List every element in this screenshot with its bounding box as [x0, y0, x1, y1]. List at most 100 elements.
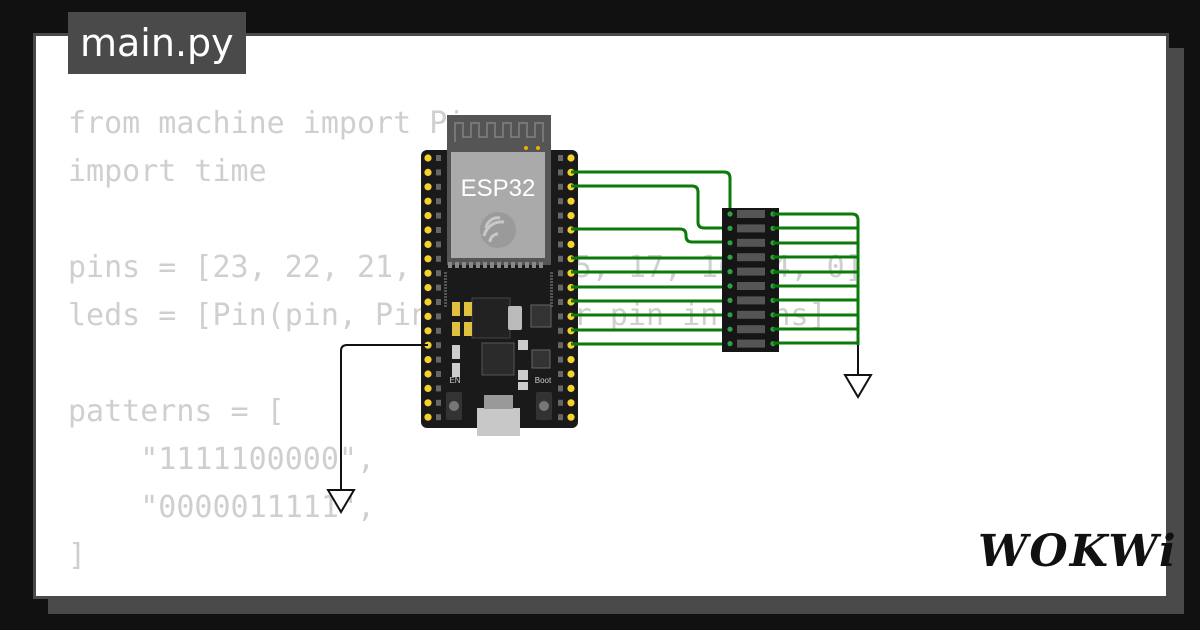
led-segment	[737, 238, 765, 247]
header-pin	[567, 240, 575, 248]
pin-label-mark	[558, 313, 563, 320]
pin-label-mark	[558, 169, 563, 176]
module-pads	[444, 262, 553, 307]
led-pin	[727, 312, 733, 318]
pin-label-mark	[558, 227, 563, 233]
module-pad	[532, 262, 536, 268]
pin-label-mark	[436, 313, 441, 320]
led-bar-graph[interactable]	[722, 208, 779, 352]
pin-label-mark	[558, 299, 563, 305]
pin-label-mark	[558, 356, 563, 363]
header-pin	[424, 370, 432, 378]
pin-label-mark	[436, 155, 441, 161]
led-segment	[737, 224, 765, 233]
led-pin	[727, 283, 733, 289]
header-pin	[567, 370, 575, 378]
pin-label-mark	[558, 414, 563, 421]
chip-small	[530, 304, 552, 328]
header-pin	[424, 312, 432, 320]
right-pin-header	[558, 154, 575, 421]
led-segment	[737, 310, 765, 319]
led-segment	[737, 339, 765, 348]
pin-label-mark	[558, 385, 563, 392]
module-pad	[497, 262, 501, 268]
pin-label-mark	[436, 299, 441, 305]
header-pin	[567, 384, 575, 392]
led-pin	[727, 225, 733, 231]
pin-label-mark	[558, 241, 563, 248]
pin-label-mark	[558, 183, 563, 190]
led-pin	[727, 240, 733, 246]
module-pad	[539, 262, 543, 268]
module-pad	[525, 262, 529, 268]
header-pin	[424, 255, 432, 263]
led-segment	[737, 296, 765, 305]
header-pin	[424, 212, 432, 220]
header-pin	[567, 154, 575, 162]
led-segment	[737, 253, 765, 262]
led-segment	[737, 267, 765, 276]
code-line: from machine import Pin	[68, 106, 484, 141]
left-pin-header	[424, 154, 441, 421]
led-segment	[737, 325, 765, 334]
pin-label-mark	[436, 356, 441, 363]
led-pin	[727, 211, 733, 217]
module-pad	[448, 262, 452, 268]
header-pin	[424, 183, 432, 191]
pin-label-mark	[558, 198, 563, 205]
signal-wires	[571, 170, 732, 346]
module-pad	[511, 262, 515, 268]
module-pad	[455, 262, 459, 268]
led-segment	[737, 282, 765, 290]
header-pin	[424, 197, 432, 205]
espressif-logo-icon	[480, 212, 516, 248]
ground-symbol-icon	[843, 345, 873, 399]
pin-label-mark	[558, 155, 563, 161]
module-pad	[518, 262, 522, 268]
code-line: import time	[68, 154, 267, 189]
header-pin	[567, 356, 575, 364]
usb-connector	[477, 408, 520, 436]
module-pad	[483, 262, 487, 268]
wokwi-logo: WOKWi	[978, 526, 1178, 577]
module-pad	[490, 262, 494, 268]
led-pin	[727, 297, 733, 303]
header-pin	[424, 240, 432, 248]
header-pin	[424, 399, 432, 407]
code-line: ]	[68, 538, 87, 573]
pin-label-mark	[436, 399, 441, 406]
pin-label-mark	[436, 227, 441, 233]
en-label: EN	[449, 376, 460, 385]
module-pad	[469, 262, 473, 268]
boot-label: Boot	[535, 376, 552, 385]
pin-label-mark	[436, 385, 441, 392]
header-pin	[567, 413, 575, 421]
board-label: ESP32	[461, 175, 536, 202]
pin-label-mark	[436, 169, 441, 176]
header-pin	[567, 212, 575, 220]
wifi-antenna-icon	[454, 122, 544, 142]
esp32-board[interactable]: ESP32 EN Boot	[421, 115, 578, 436]
pin-label-mark	[436, 414, 441, 421]
pin-label-mark	[558, 399, 563, 406]
header-pin	[424, 226, 432, 234]
pin-label-mark	[436, 270, 441, 277]
module-pad	[462, 262, 466, 268]
pin-label-mark	[558, 371, 563, 377]
pin-label-mark	[436, 342, 441, 349]
header-pin	[424, 298, 432, 306]
pin-label-mark	[436, 284, 441, 291]
header-pin	[424, 284, 432, 292]
regulator	[471, 297, 511, 339]
header-pin	[424, 269, 432, 277]
header-pin	[424, 384, 432, 392]
header-pin	[424, 168, 432, 176]
usb-uart-chip	[481, 342, 515, 376]
module-pad	[504, 262, 508, 268]
chip-small	[531, 349, 551, 369]
pin-label-mark	[436, 371, 441, 377]
header-pin	[567, 399, 575, 407]
file-tab[interactable]: main.py	[68, 12, 246, 74]
pin-label-mark	[436, 212, 441, 219]
